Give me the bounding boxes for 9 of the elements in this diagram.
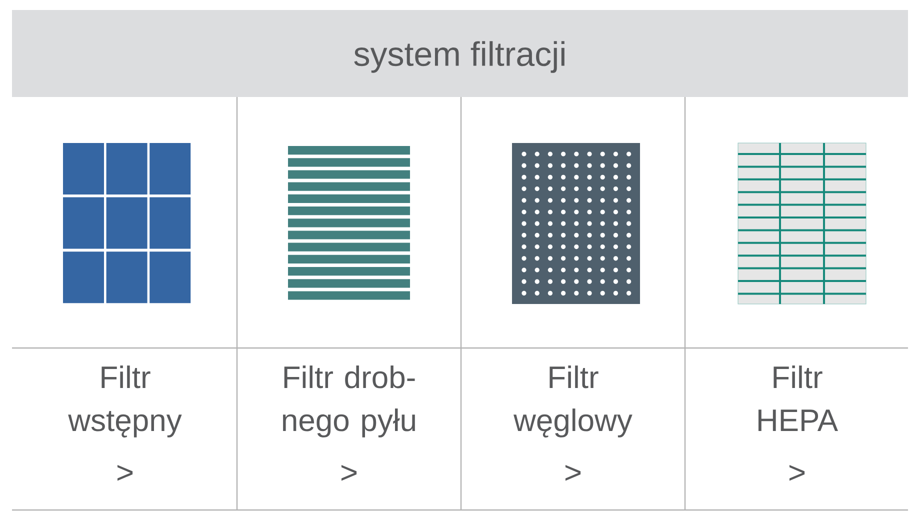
filter-name: Filtr węglowy: [514, 366, 632, 438]
chevron-link: >: [341, 464, 357, 481]
chevron-link: >: [117, 464, 133, 481]
filter-name: Filtr drob- nego pyłu: [282, 366, 415, 438]
chevron-link: >: [789, 464, 805, 481]
header-band: system filtracji: [12, 10, 908, 97]
filter-name: Filtr HEPA: [758, 366, 838, 431]
chevron-link: >: [565, 464, 581, 481]
filter-name: Filtr wstępny: [68, 366, 182, 438]
